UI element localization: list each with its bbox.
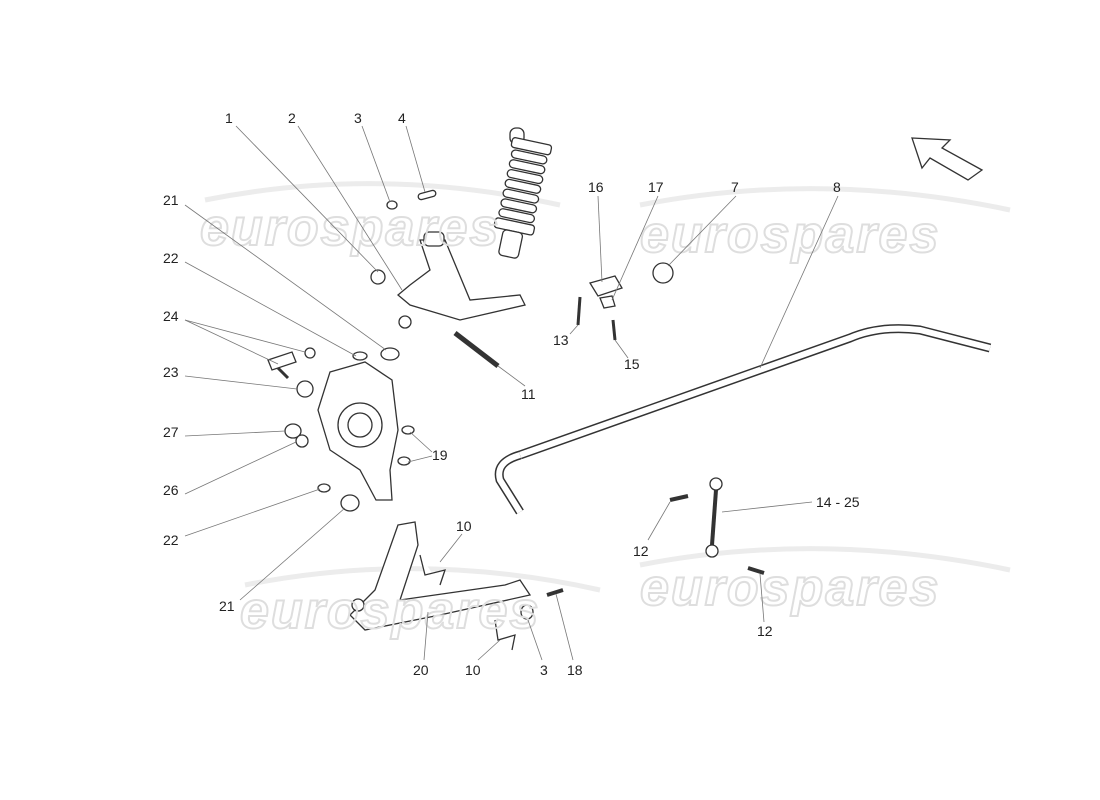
callout-16: 16 [588,179,604,195]
callout-23: 23 [163,364,179,380]
callout-24: 24 [163,308,179,324]
callout-8: 8 [833,179,841,195]
callout-10: 10 [465,662,481,678]
watermark: eurospares [200,199,500,257]
callout-2: 2 [288,110,296,126]
callout-4: 4 [398,110,406,126]
arrow-icon [911,137,984,181]
callout-7: 7 [731,179,739,195]
callout-11: 11 [521,386,536,402]
callout-13: 13 [553,332,569,348]
callout-17: 17 [648,179,664,195]
stabilizer-bar [494,324,992,515]
watermark: eurospares [640,559,940,617]
stabilizer-link [705,477,723,558]
callout-10: 10 [456,518,472,534]
callout-3: 3 [354,110,362,126]
shock-absorber [493,127,553,259]
callout-21: 21 [163,192,179,208]
steering-knuckle [317,361,399,501]
callout-22: 22 [163,532,179,548]
callout-20: 20 [413,662,429,678]
callout-12: 12 [757,623,773,639]
upper-control-arm [396,231,526,329]
callout-12: 12 [633,543,649,559]
callout-14-25: 14 - 25 [816,494,860,510]
callout-22: 22 [163,250,179,266]
callout-27: 27 [163,424,179,440]
callout-26: 26 [163,482,179,498]
watermark: eurospares [240,582,540,640]
leader-lines [184,125,839,661]
watermark: eurospares [640,206,940,264]
callout-labels: 1 2 3 4 16 17 7 8 21 22 24 23 27 26 22 2… [163,110,860,678]
watermark-group: eurospares eurospares eurospares eurospa… [199,198,940,641]
callout-19: 19 [432,447,448,463]
callout-3: 3 [540,662,548,678]
callout-18: 18 [567,662,583,678]
lower-control-arm [349,521,532,631]
callout-15: 15 [624,356,640,372]
callout-21: 21 [219,598,235,614]
callout-1: 1 [225,110,233,126]
